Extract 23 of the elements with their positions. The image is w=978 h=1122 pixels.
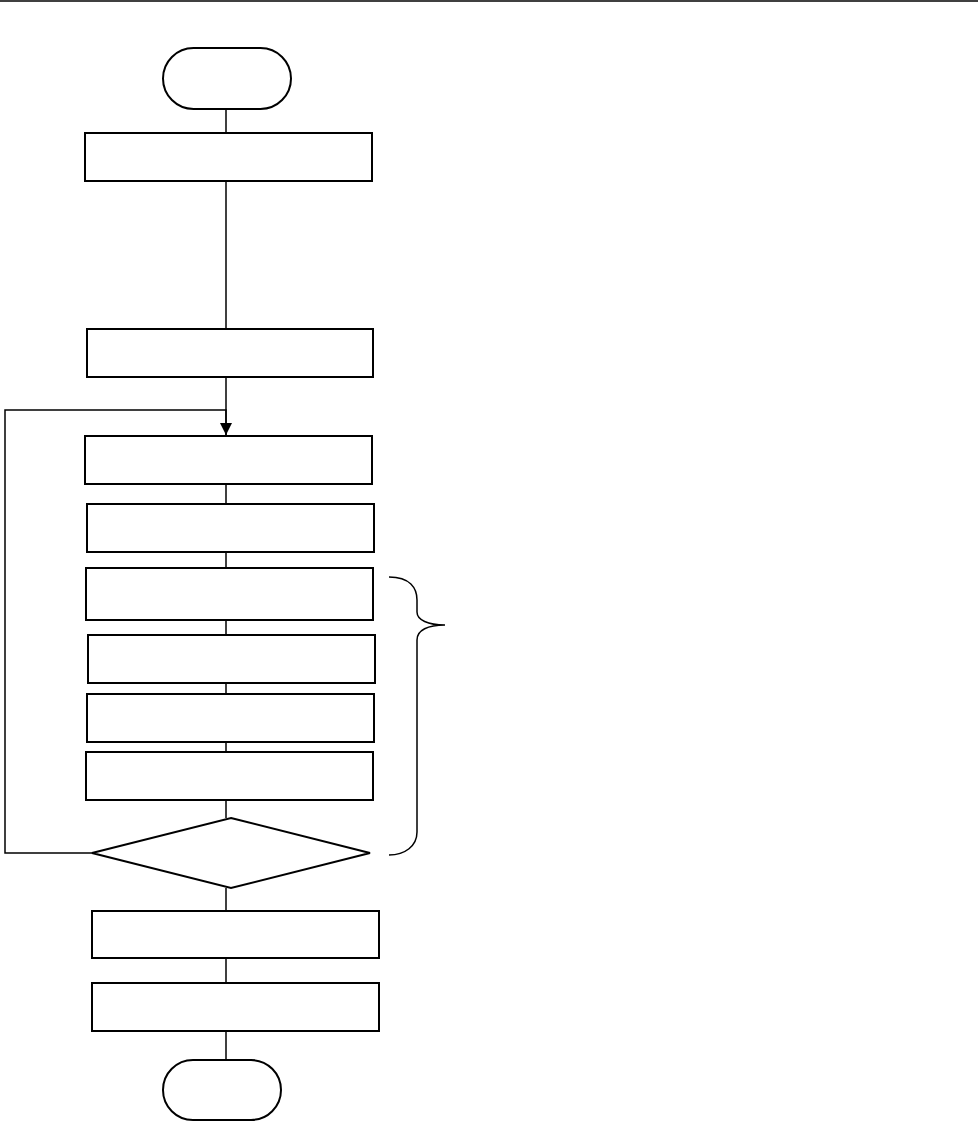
process-box (86, 328, 374, 378)
process-box (84, 132, 373, 182)
arrow (4, 409, 232, 854)
process-box (85, 567, 374, 621)
connector-line (225, 1031, 227, 1060)
process-box (86, 503, 375, 553)
process-box (91, 982, 380, 1032)
connector-line (225, 800, 227, 819)
connector-line (225, 552, 227, 568)
connector-line (225, 484, 227, 504)
process-box (84, 435, 373, 485)
decision-diamond (92, 818, 370, 888)
process-box (85, 751, 374, 801)
connector-line (225, 887, 227, 911)
process-box (86, 693, 375, 743)
process-box (91, 910, 380, 959)
connector-line (225, 620, 227, 635)
process-box (87, 634, 376, 684)
connector-line (225, 109, 227, 133)
connector-line (225, 683, 227, 694)
connector-line (225, 742, 227, 752)
connector-line (225, 958, 227, 983)
connector-line (225, 181, 227, 329)
